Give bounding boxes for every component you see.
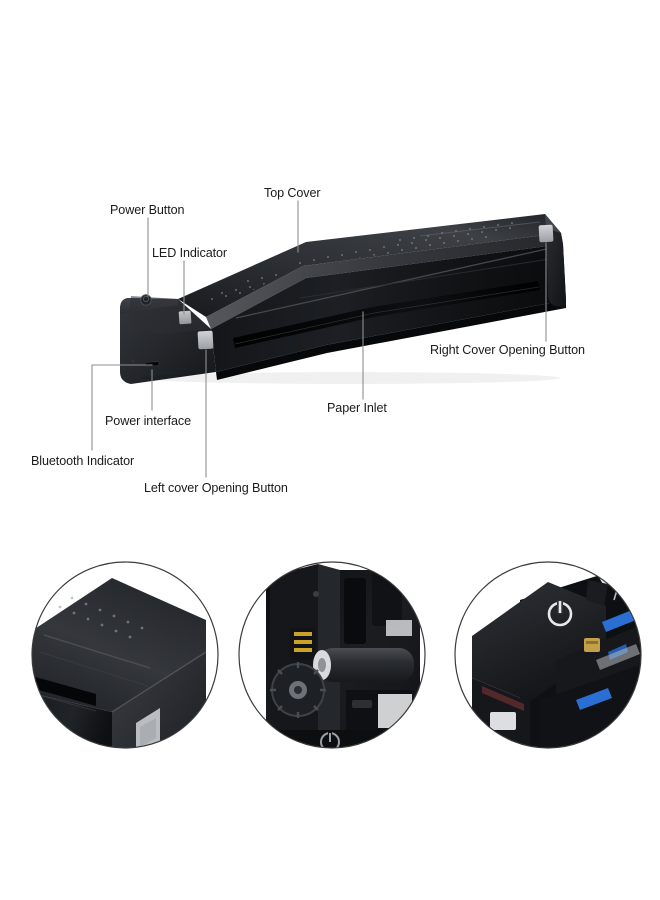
top-cover-groove xyxy=(419,221,541,237)
cover-bevel xyxy=(206,233,563,329)
power-button-on-device[interactable] xyxy=(140,294,152,306)
front-lower-edge xyxy=(216,300,566,380)
power-symbol-icon-inset xyxy=(320,731,340,748)
callout-label-top-cover: Top Cover xyxy=(264,186,321,200)
callout-label-paper-inlet: Paper Inlet xyxy=(327,401,387,415)
inset-closed-body xyxy=(31,561,219,749)
callout-label-left-cover-opening-button: Left cover Opening Button xyxy=(144,481,288,495)
callout-label-right-cover-opening-button: Right Cover Opening Button xyxy=(430,343,585,357)
device-shadow xyxy=(140,372,560,384)
inset-outline-1 xyxy=(31,561,219,749)
callout-label-bluetooth-indicator: Bluetooth Indicator xyxy=(31,454,135,468)
inset-mechanism xyxy=(238,561,426,749)
power-symbol-icon-open xyxy=(547,600,573,627)
leader-lines xyxy=(91,200,547,478)
left-cap-top-plate xyxy=(128,296,211,334)
inset-outline-2 xyxy=(238,561,426,749)
bluetooth-indicator-on-device xyxy=(131,359,135,363)
led-indicator-on-device xyxy=(178,310,192,325)
front-face-highlight xyxy=(235,245,561,319)
gear-icon xyxy=(270,662,326,718)
inset-open-cover xyxy=(454,561,642,749)
top-cover-panel xyxy=(178,214,561,317)
left-cover-opening-button-on-device[interactable] xyxy=(197,330,214,350)
inset-outline-3 xyxy=(454,561,642,749)
callout-label-power-button: Power Button xyxy=(110,203,185,217)
paper-inlet-slot xyxy=(233,281,540,348)
callout-label-led-indicator: LED Indicator xyxy=(152,246,228,260)
printer-body xyxy=(120,214,566,384)
paper-inlet-edge xyxy=(234,286,540,345)
power-symbol-icon xyxy=(142,295,149,302)
front-face-seam xyxy=(299,257,557,299)
leader-bluetooth-indicator xyxy=(91,364,153,451)
right-cover-opening-button-on-device[interactable] xyxy=(538,224,554,243)
callout-label-power-interface: Power interface xyxy=(105,414,191,428)
